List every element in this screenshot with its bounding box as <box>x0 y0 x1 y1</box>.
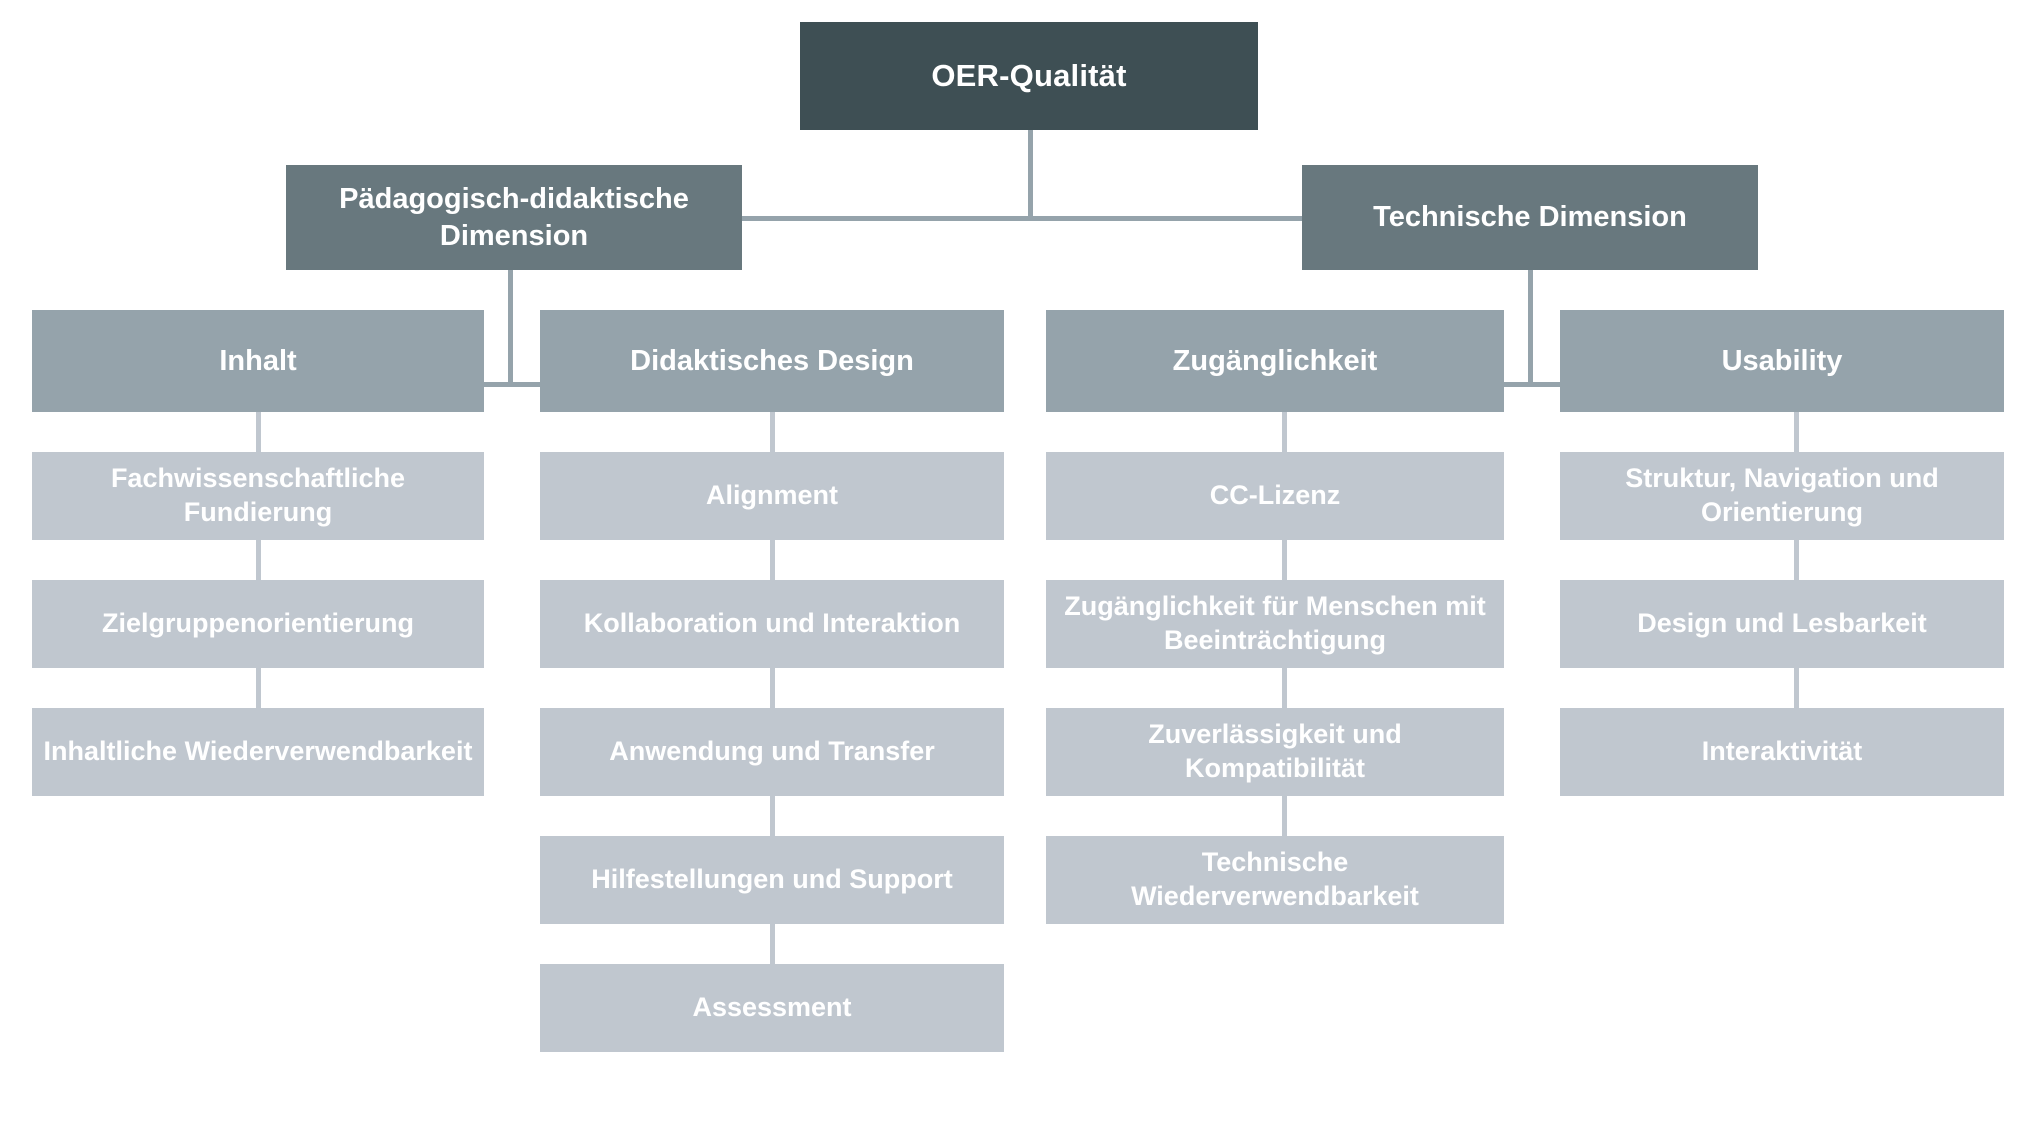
connector-col1-2 <box>256 540 261 580</box>
root-node-oer-qualitaet[interactable]: OER-Qualität <box>800 22 1258 130</box>
root-node-label: OER-Qualität <box>931 57 1127 93</box>
connector-col3-1 <box>1282 412 1287 452</box>
criterion-node-label: Alignment <box>706 480 838 511</box>
criterion-node-label: Zuverlässigkeit und Kompatibilität <box>1148 719 1402 783</box>
category-node-label: Usability <box>1721 344 1843 377</box>
connector-col2-2 <box>770 540 775 580</box>
criterion-node-label: Assessment <box>692 992 852 1023</box>
criterion-node-design-und-lesbarkeit[interactable]: Design und Lesbarkeit <box>1560 580 2004 668</box>
criterion-node-label: Design und Lesbarkeit <box>1637 608 1927 639</box>
criterion-node-zugaenglichkeit-beeintraechtigung[interactable]: Zugänglichkeit für Menschen mit Beeinträ… <box>1046 580 1504 668</box>
criterion-node-hilfestellungen-und-support[interactable]: Hilfestellungen und Support <box>540 836 1004 924</box>
criterion-node-label: Zielgruppenorientierung <box>101 608 414 639</box>
criterion-node-label: Anwendung und Transfer <box>609 736 935 767</box>
criterion-node-label: Hilfestellungen und Support <box>591 864 953 895</box>
criterion-node-label: CC-Lizenz <box>1209 480 1341 511</box>
criterion-node-cc-lizenz[interactable]: CC-Lizenz <box>1046 452 1504 540</box>
criterion-node-label: Technische Wiederverwendbarkeit <box>1131 847 1419 911</box>
criterion-node-zuverlaessigkeit-und-kompatibilitaet[interactable]: Zuverlässigkeit und Kompatibilität <box>1046 708 1504 796</box>
criterion-node-kollaboration-und-interaktion[interactable]: Kollaboration und Interaktion <box>540 580 1004 668</box>
criterion-node-anwendung-und-transfer[interactable]: Anwendung und Transfer <box>540 708 1004 796</box>
category-node-label: Didaktisches Design <box>630 344 914 377</box>
connector-col4-3 <box>1794 668 1799 708</box>
connector-col2-1 <box>770 412 775 452</box>
connector-col3-2 <box>1282 540 1287 580</box>
criterion-node-inhaltliche-wiederverwendbarkeit[interactable]: Inhaltliche Wiederverwendbarkeit <box>32 708 484 796</box>
connector-dimension-bar <box>742 216 1302 221</box>
connector-tech-stem <box>1528 270 1533 386</box>
criterion-node-struktur-navigation-orientierung[interactable]: Struktur, Navigation und Orientierung <box>1560 452 2004 540</box>
connector-root-stem <box>1028 130 1033 220</box>
connector-col1-3 <box>256 668 261 708</box>
category-node-usability[interactable]: Usability <box>1560 310 2004 412</box>
connector-col3-4 <box>1282 796 1287 836</box>
criterion-node-label: Zugänglichkeit für Menschen mit Beeinträ… <box>1064 591 1486 655</box>
dimension-node-paedagogisch-didaktisch[interactable]: Pädagogisch-didaktische Dimension <box>286 165 742 270</box>
criterion-node-technische-wiederverwendbarkeit[interactable]: Technische Wiederverwendbarkeit <box>1046 836 1504 924</box>
connector-col4-2 <box>1794 540 1799 580</box>
category-node-label: Inhalt <box>219 344 297 377</box>
criterion-node-label: Interaktivität <box>1701 736 1863 767</box>
connector-tech-split <box>1504 382 1560 387</box>
dimension-node-label: Technische Dimension <box>1373 201 1687 234</box>
criterion-node-assessment[interactable]: Assessment <box>540 964 1004 1052</box>
connector-col3-3 <box>1282 668 1287 708</box>
connector-col4-1 <box>1794 412 1799 452</box>
dimension-node-technisch[interactable]: Technische Dimension <box>1302 165 1758 270</box>
connector-col2-5 <box>770 924 775 964</box>
connector-paed-split <box>484 382 540 387</box>
criterion-node-label: Fachwissenschaftliche Fundierung <box>110 463 406 527</box>
criterion-node-label: Struktur, Navigation und Orientierung <box>1625 463 1939 527</box>
connector-paed-stem <box>508 270 513 386</box>
connector-col2-3 <box>770 668 775 708</box>
category-node-didaktisches-design[interactable]: Didaktisches Design <box>540 310 1004 412</box>
connector-col2-4 <box>770 796 775 836</box>
criterion-node-interaktivitaet[interactable]: Interaktivität <box>1560 708 2004 796</box>
connector-col1-1 <box>256 412 261 452</box>
criterion-node-zielgruppenorientierung[interactable]: Zielgruppenorientierung <box>32 580 484 668</box>
criterion-node-label: Inhaltliche Wiederverwendbarkeit <box>43 736 473 767</box>
category-node-label: Zugänglichkeit <box>1172 344 1378 377</box>
category-node-inhalt[interactable]: Inhalt <box>32 310 484 412</box>
dimension-node-label: Pädagogisch-didaktische Dimension <box>339 183 689 252</box>
criterion-node-label: Kollaboration und Interaktion <box>583 608 961 639</box>
category-node-zugaenglichkeit[interactable]: Zugänglichkeit <box>1046 310 1504 412</box>
criterion-node-alignment[interactable]: Alignment <box>540 452 1004 540</box>
criterion-node-fachwissenschaftliche-fundierung[interactable]: Fachwissenschaftliche Fundierung <box>32 452 484 540</box>
